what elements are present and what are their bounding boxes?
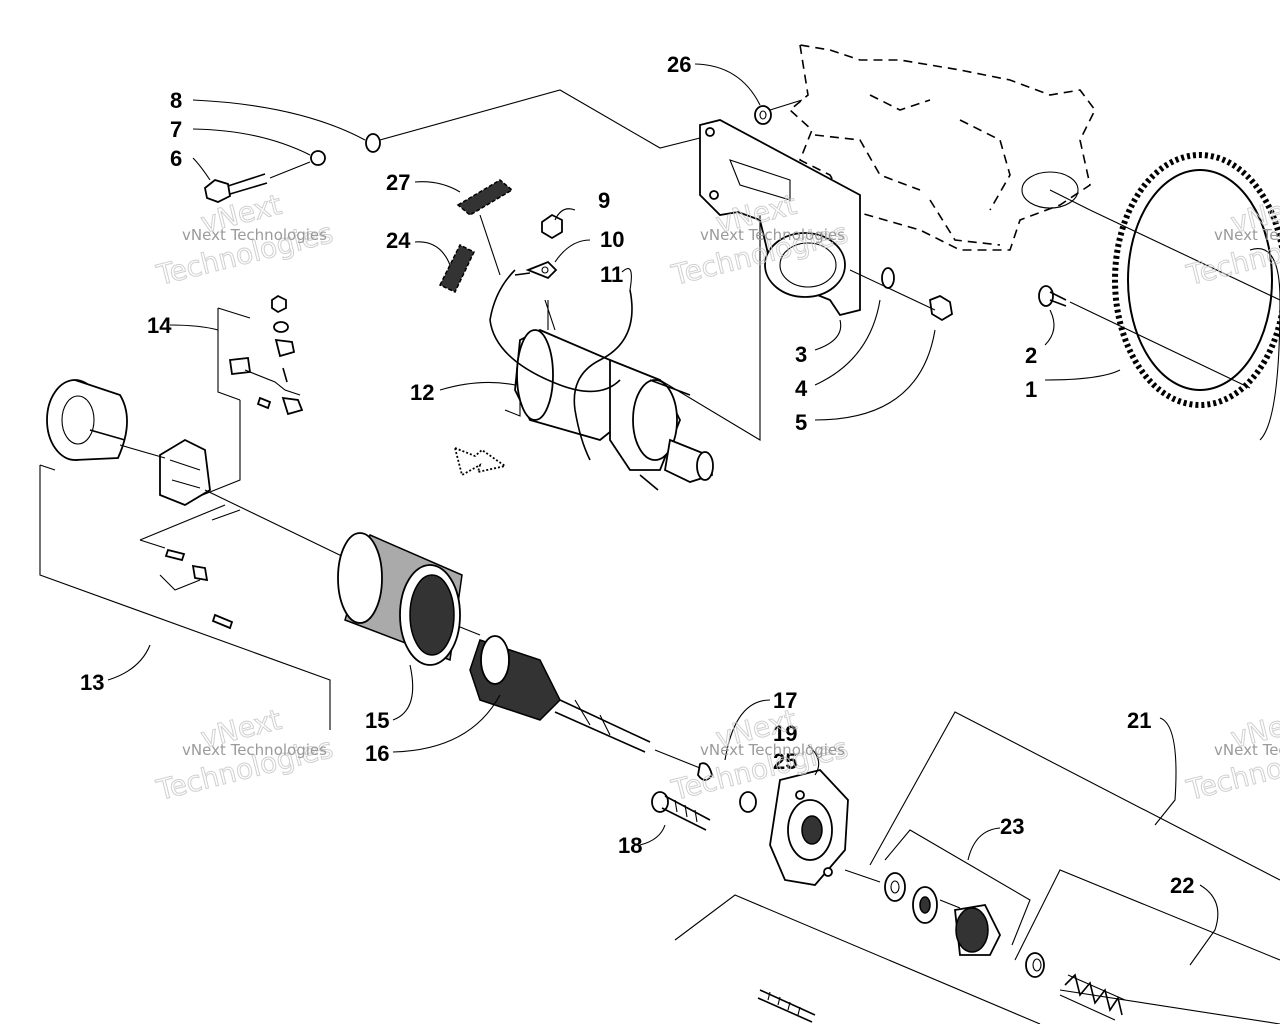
callout-27: 27 [386, 170, 410, 195]
terminal-hardware [228, 294, 304, 416]
centerline-mount [269, 89, 701, 179]
lock-washer [310, 150, 326, 166]
brush-parts [139, 509, 241, 630]
centerline-flywheel [1069, 301, 1251, 389]
watermark-text: vNext Technologies [182, 226, 327, 244]
callout-3: 3 [795, 342, 807, 367]
spring [1059, 973, 1126, 1021]
nut [929, 294, 953, 322]
callout-23: 23 [1000, 814, 1024, 839]
callout-19: 19 [773, 721, 797, 746]
callout-7: 7 [170, 117, 182, 142]
callout-16: 16 [365, 741, 389, 766]
thrust-washer [697, 762, 713, 781]
callout-11: 11 [600, 262, 623, 287]
callout-9: 9 [598, 188, 610, 213]
callout-8: 8 [170, 88, 182, 113]
callout-24: 24 [386, 228, 411, 253]
callout-13: 13 [80, 670, 104, 695]
callout-1: 1 [1025, 377, 1037, 402]
callout-2: 2 [1025, 343, 1037, 368]
through-bolt [651, 791, 711, 831]
group-bracket-23 [884, 829, 1031, 946]
rubber-boot [456, 179, 514, 216]
callout-22: 22 [1170, 873, 1194, 898]
callout-26: 26 [667, 52, 691, 77]
callout-25: 25 [773, 749, 797, 774]
washer [754, 105, 772, 125]
washer [739, 791, 757, 813]
ring-gear [1112, 152, 1280, 441]
stop-collar [1025, 952, 1045, 978]
watermark-text: vNext Technologies [700, 226, 845, 244]
centerline-bracket [769, 99, 936, 311]
mounting-bracket [699, 119, 861, 317]
callout-6: 6 [170, 146, 182, 171]
rubber-boot [438, 243, 475, 293]
flywheel-bolt [1038, 285, 1067, 307]
callout-18: 18 [618, 833, 642, 858]
washer [881, 267, 895, 289]
callout-4: 4 [795, 376, 808, 401]
group-bracket-13 [39, 464, 331, 730]
brush-holder [159, 438, 211, 507]
pinion-drive [954, 904, 1002, 956]
direction-arrow [453, 446, 508, 477]
group-bracket-14 [217, 307, 251, 401]
watermarks: vNext Technologies vNext Technologies vN… [152, 187, 1280, 807]
washer [884, 872, 906, 902]
leader-lines [107, 63, 1219, 966]
main-centerline [119, 444, 1280, 1024]
drive-end-housing [769, 768, 849, 886]
engine-outline [788, 44, 1096, 251]
callout-12: 12 [410, 380, 434, 405]
starter-motor-assembly [489, 269, 714, 491]
callout-5: 5 [795, 410, 807, 435]
field-housing [337, 532, 463, 666]
centerline-engine [1089, 209, 1280, 301]
callout-17: 17 [773, 688, 797, 713]
watermark-text: vNext Technologies [700, 741, 845, 759]
callout-14: 14 [147, 313, 172, 338]
callout-21: 21 [1127, 708, 1151, 733]
callouts: 1 2 3 4 5 6 7 8 9 10 11 12 13 14 15 16 1… [80, 52, 1194, 898]
group-bracket-21 [869, 711, 1280, 881]
terminal-eyelet [514, 260, 558, 280]
group-bracket-22 [1014, 869, 1280, 961]
armature [469, 635, 651, 753]
callout-10: 10 [600, 227, 624, 252]
flat-washer [365, 133, 381, 153]
watermark-text: vNext Technologies [182, 741, 327, 759]
watermark-text: vNext Technologies [1214, 741, 1280, 759]
shaft-bolt [757, 989, 816, 1023]
mount-bolt [204, 173, 268, 203]
commutator-end-cap [46, 379, 128, 461]
watermark-text: vNext Technologies [1214, 226, 1280, 244]
callout-15: 15 [365, 708, 389, 733]
terminal-nut [541, 213, 563, 240]
